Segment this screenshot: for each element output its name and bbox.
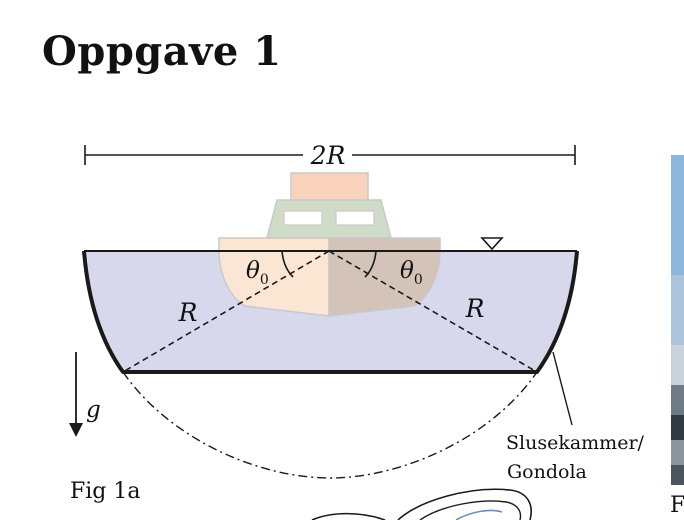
boat-cabin — [266, 199, 392, 239]
water-level-marker-icon — [480, 237, 504, 251]
next-figure-partial-shape — [311, 512, 386, 520]
boat-hull-left — [218, 237, 330, 317]
angle-arc-left — [281, 250, 294, 278]
page-title: Oppgave 1 — [42, 28, 282, 75]
next-figure-partial-shape-2 — [397, 488, 532, 520]
chamber-leader-line — [552, 351, 573, 426]
boat-window-left — [283, 210, 323, 226]
next-figure-partial-shape-3 — [419, 500, 522, 520]
gravity-label: g — [86, 397, 101, 423]
angle-label-left: θ0 — [246, 258, 269, 288]
circle-continuation-arc — [122, 371, 538, 479]
radius-label-right: R — [465, 294, 485, 323]
chamber-label-line1: Slusekammer/ — [506, 432, 645, 454]
right-edge-caption-fragment: F — [670, 493, 684, 518]
figure-caption: Fig 1a — [70, 479, 141, 504]
gravity-arrow-icon — [69, 423, 83, 437]
angle-arc-right — [364, 250, 377, 278]
radius-line-right — [328, 250, 538, 373]
boat-hull-right — [328, 237, 441, 317]
boat-top-block — [290, 172, 369, 201]
right-edge-photo — [671, 155, 684, 485]
chamber-label-line2: Gondola — [507, 461, 587, 483]
chamber-wall — [82, 250, 579, 374]
dimension-label: 2R — [310, 141, 346, 170]
boat-window-right — [335, 210, 375, 226]
angle-label-right: θ0 — [400, 258, 423, 288]
radius-label-left: R — [178, 298, 198, 327]
next-figure-partial-shape-4 — [455, 509, 503, 520]
